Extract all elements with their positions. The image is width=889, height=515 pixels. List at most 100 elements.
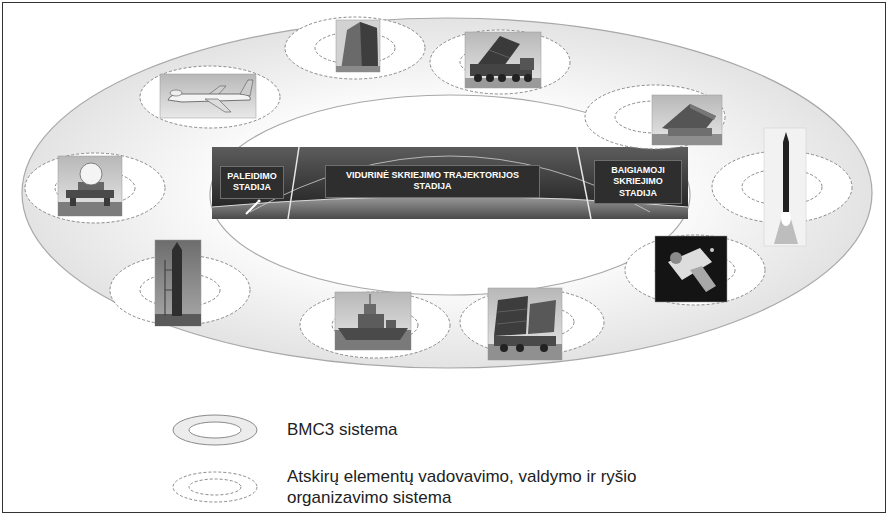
element-array-radar	[585, 85, 725, 149]
sea-based-radar-photo	[70, 198, 76, 206]
flight-phase-band	[212, 147, 688, 219]
launcher-truck-photo	[512, 74, 520, 82]
launcher-truck-photo	[498, 74, 506, 82]
sea-based-radar-photo	[58, 156, 122, 216]
radar-building-photo	[341, 22, 378, 70]
flight-phase-band	[257, 199, 260, 202]
sea-based-radar-photo	[104, 198, 110, 206]
satellite-photo	[670, 252, 682, 264]
thaad-launcher-photo	[516, 344, 524, 352]
aircraft-photo	[240, 80, 253, 96]
flight-stage-box: PALEIDIMO STADIJA	[220, 166, 284, 199]
sea-based-radar-photo	[58, 202, 122, 216]
interceptor-silo-photo	[165, 270, 172, 271]
thaad-launcher-photo	[528, 300, 556, 334]
element-plane	[140, 66, 280, 128]
flight-phase-band	[577, 147, 591, 219]
thaad-launcher-photo	[540, 344, 548, 352]
flight-phase-band	[288, 147, 299, 219]
element-sea-radar	[25, 153, 165, 223]
array-radar-photo	[652, 95, 722, 145]
legend-inner-ellipse	[189, 479, 241, 495]
thaad-launcher-photo	[488, 288, 562, 360]
legend-text: Atskirų elementų vadovavimo, valdymo ir …	[287, 466, 727, 509]
launcher-truck-photo	[474, 74, 482, 82]
launcher-truck-photo	[486, 74, 494, 82]
solid-ellipse-sample	[170, 413, 260, 447]
array-radar-photo	[652, 95, 722, 145]
satellite-photo	[655, 236, 727, 302]
legend-outer-ellipse	[173, 415, 257, 445]
interceptor-silo-photo	[164, 260, 165, 316]
array-radar-photo	[662, 104, 716, 136]
satellite-photo	[710, 248, 714, 252]
interceptor-silo-photo	[155, 240, 201, 326]
flight-phase-band	[246, 202, 258, 214]
element-array-radar	[585, 85, 725, 149]
array-radar-photo	[668, 128, 712, 136]
radar-building-photo	[336, 20, 380, 72]
legend-inner-ellipse	[189, 422, 241, 438]
missile-launch-photo	[764, 128, 806, 246]
radar-building-photo	[336, 20, 380, 72]
stage-label: BAIGIAMOJI SKRIEJIMO STADIJA	[600, 165, 676, 199]
warship-photo	[370, 294, 371, 304]
aircraft-photo	[160, 74, 256, 118]
flight-phase-band	[212, 147, 688, 219]
launcher-truck-photo	[524, 74, 532, 82]
launcher-truck-photo	[465, 32, 541, 88]
warship-photo	[338, 328, 408, 340]
legend-outer-ellipse	[173, 472, 257, 502]
array-radar-photo	[690, 104, 716, 120]
element-building	[285, 17, 425, 79]
aircraft-photo	[170, 90, 182, 96]
interceptor-silo-photo	[155, 240, 201, 326]
legend-text: BMC3 sistema	[287, 419, 807, 440]
element-telescope	[625, 235, 765, 305]
thaad-launcher-photo	[488, 344, 562, 360]
warship-photo	[386, 320, 396, 328]
element-telescope	[625, 235, 765, 305]
element-plane	[140, 66, 280, 128]
dashed-ellipse-sample	[170, 470, 260, 504]
launcher-truck-photo	[465, 32, 541, 88]
element-truck	[430, 30, 570, 94]
aircraft-photo	[160, 74, 256, 118]
interceptor-silo-photo	[172, 250, 182, 316]
missile-launch-photo	[764, 128, 806, 246]
frame-border	[3, 3, 886, 513]
sea-based-radar-photo	[80, 163, 102, 185]
stage-label: VIDURINĖ SKRIEJIMO TRAJEKTORIJOS STADIJA	[331, 170, 534, 193]
warship-photo	[364, 304, 376, 314]
warship-photo	[335, 292, 411, 350]
launcher-truck-photo	[489, 50, 510, 58]
flight-phase-band	[250, 156, 650, 212]
satellite-photo	[690, 266, 716, 292]
thaad-launcher-photo	[498, 309, 527, 312]
radar-building-photo	[360, 22, 378, 70]
satellite-photo	[655, 236, 727, 302]
flight-stage-box: BAIGIAMOJI SKRIEJIMO STADIJA	[594, 160, 682, 204]
interceptor-silo-photo	[172, 242, 182, 250]
sea-based-radar-photo	[66, 190, 114, 198]
element-truck	[430, 30, 570, 94]
bmc3-outer-ellipse	[22, 18, 872, 368]
warship-photo	[335, 292, 411, 350]
element-building	[285, 17, 425, 79]
element-ship	[300, 292, 450, 358]
thaad-launcher-photo	[494, 296, 528, 336]
sea-based-radar-photo	[58, 156, 122, 216]
missile-launch-photo	[781, 210, 791, 226]
aircraft-photo	[205, 99, 231, 112]
warship-photo	[358, 314, 384, 328]
missile-launch-photo	[783, 132, 789, 212]
thaad-launcher-photo	[488, 288, 562, 360]
launcher-truck-photo	[478, 36, 520, 66]
launcher-truck-photo	[520, 58, 534, 70]
thaad-launcher-photo	[497, 321, 526, 324]
thaad-launcher-photo	[500, 344, 508, 352]
radar-building-photo	[336, 66, 380, 72]
